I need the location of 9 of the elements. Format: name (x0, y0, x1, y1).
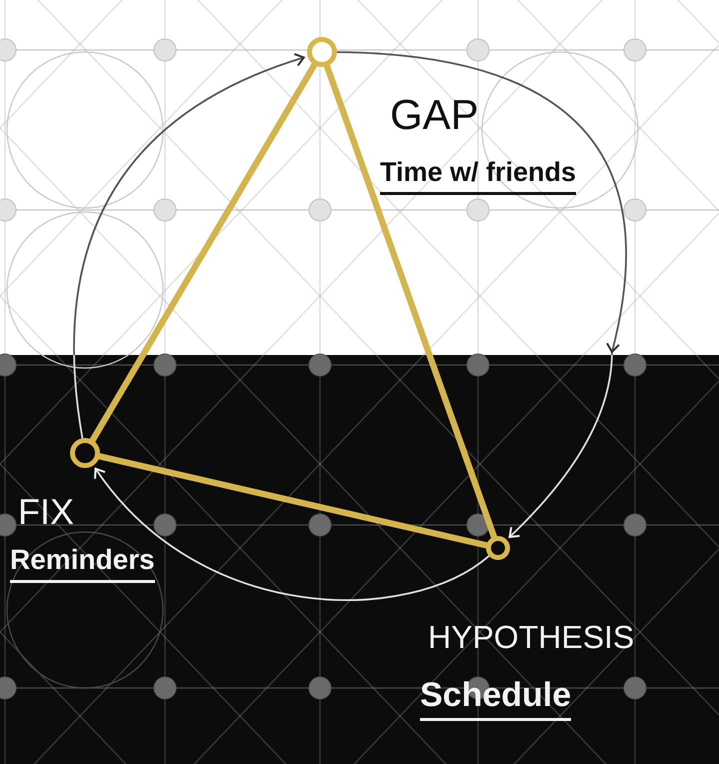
node-subtitle: Time w/ friends (380, 158, 576, 195)
node-subtitle: Reminders (10, 545, 155, 583)
curved-arrow (94, 468, 490, 601)
node-subtitle: Schedule (420, 677, 572, 722)
node-heading: HYPOTHESIS (428, 620, 634, 656)
node-heading: GAP (390, 92, 479, 138)
node-heading: FIX (18, 492, 74, 532)
circle-marker (307, 37, 337, 67)
curved-arrow (336, 51, 627, 538)
